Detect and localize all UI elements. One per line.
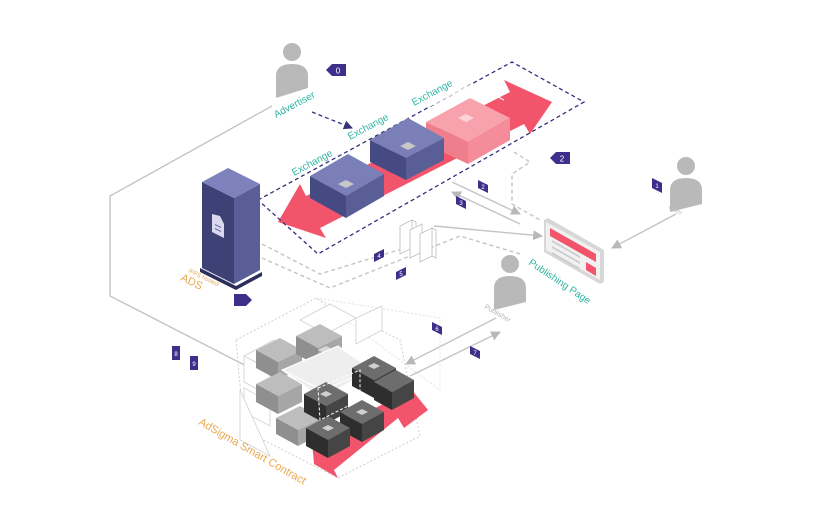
svg-text:4: 4 bbox=[377, 254, 381, 260]
svg-text:1: 1 bbox=[655, 184, 659, 190]
arrow-7-line bbox=[409, 331, 501, 377]
exchange-dashed-outline bbox=[256, 61, 586, 255]
arrow-3-line bbox=[451, 191, 521, 225]
svg-text:5: 5 bbox=[399, 272, 403, 278]
arrow-6-line bbox=[405, 317, 497, 365]
step-badge-9: 9 bbox=[190, 356, 198, 370]
svg-text:2: 2 bbox=[560, 155, 565, 164]
ads-pointer-badge bbox=[234, 294, 252, 306]
exchange-label-3: Exchange bbox=[410, 78, 455, 109]
exchange-box-1 bbox=[310, 154, 384, 218]
step-badge-8: 8 bbox=[172, 346, 180, 360]
step-badge-7: 7 bbox=[470, 346, 480, 359]
step-badge-2b: 2 bbox=[478, 180, 488, 193]
svg-text:6: 6 bbox=[435, 327, 439, 333]
connector-lines bbox=[109, 105, 677, 377]
arrow-2-line bbox=[451, 181, 521, 215]
ads-page-dashed-line bbox=[261, 235, 521, 289]
dark-cubes bbox=[304, 356, 414, 458]
svg-text:9: 9 bbox=[192, 362, 196, 368]
exchange-box-3 bbox=[426, 83, 510, 164]
ads-server-tower bbox=[200, 168, 262, 290]
svg-text:0: 0 bbox=[336, 67, 341, 76]
step-badge-1: 1 bbox=[652, 178, 662, 193]
user-person-icon bbox=[670, 157, 702, 212]
svg-text:3: 3 bbox=[459, 201, 463, 207]
step-badge-5: 5 bbox=[396, 267, 406, 280]
document-icon bbox=[212, 214, 224, 238]
contract-selection-outline bbox=[317, 369, 361, 421]
smart-contract-cluster bbox=[235, 297, 441, 479]
ads-exchange-dashed-line bbox=[261, 243, 419, 275]
step-badge-4: 4 bbox=[374, 249, 384, 262]
publisher-person-icon bbox=[494, 255, 526, 310]
exchange-page-dashed-line bbox=[511, 151, 541, 221]
svg-text:8: 8 bbox=[174, 352, 178, 358]
advertiser-exchange-arrow bbox=[311, 111, 353, 130]
advertiser-to-contract-line bbox=[109, 105, 273, 375]
publishing-page-icon bbox=[544, 218, 604, 284]
step-badge-0: 0 bbox=[326, 64, 346, 76]
exchange-box-2 bbox=[370, 118, 444, 180]
gray-cubes bbox=[256, 324, 342, 446]
advertiser-person-icon bbox=[276, 43, 308, 98]
documents-stack bbox=[399, 219, 437, 263]
svg-text:2: 2 bbox=[481, 185, 485, 191]
step-badge-6: 6 bbox=[432, 322, 442, 335]
step-badge-2a: 2 bbox=[550, 152, 570, 164]
svg-text:7: 7 bbox=[473, 351, 477, 357]
user-page-line bbox=[611, 213, 677, 249]
step-badge-3: 3 bbox=[456, 196, 466, 209]
docs-page-line bbox=[433, 225, 543, 241]
